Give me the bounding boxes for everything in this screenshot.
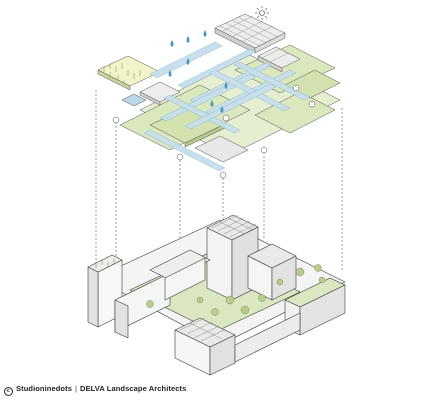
building-block [87,214,346,376]
tree-icon [146,264,326,316]
credit-studio: Studioninedots [16,384,72,393]
copyright-icon: c [4,387,13,396]
water-drop-icon [168,30,228,113]
water-channels [143,41,311,172]
solar-panel-icon [219,15,289,63]
credit-landscape: DELVA Landscape Architects [80,384,187,393]
credit-separator: | [74,384,78,393]
dashed-guide-lines [95,90,343,270]
tree-icon [95,259,115,268]
location-pin-icon [112,84,316,179]
tree-icon [103,63,141,84]
solar-panel-icon [179,214,257,342]
sun-icon [255,6,269,20]
